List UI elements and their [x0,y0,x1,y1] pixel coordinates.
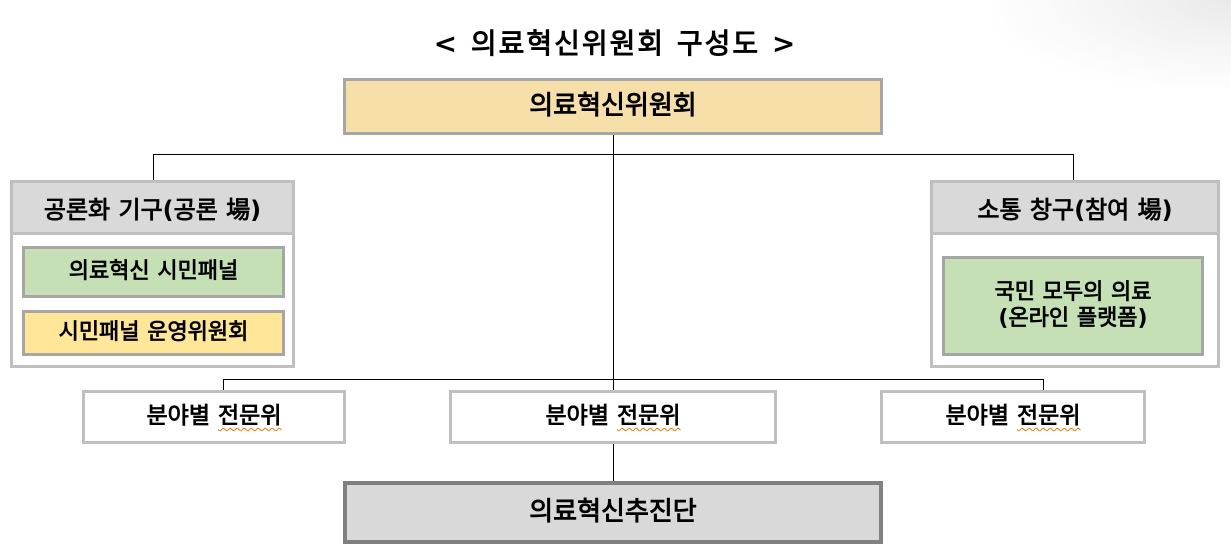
connector-right-drop [1073,154,1074,180]
connector-top-horizontal [153,154,1074,155]
connector-sub-left-drop [223,379,224,390]
committee-label: 의료혁신위원회 [529,90,697,121]
connector-left-drop [153,154,154,180]
task-force-box: 의료혁신추진단 [343,481,883,544]
subcommittee-prefix: 분야별 [146,403,218,430]
diagram-title: < 의료혁신위원회 구성도 > [433,27,798,60]
connector-sub-right-drop [1043,379,1044,390]
communication-channel-header: 소통 창구(참여 場) [933,183,1217,235]
subcommittee-box-right: 분야별 전문위 [880,390,1146,444]
online-platform-line2: (온라인 플랫폼) [998,306,1148,331]
panel-steering-committee-box: 시민패널 운영위원회 [22,310,285,356]
online-platform-line1: 국민 모두의 의료 [994,279,1152,305]
public-deliberation-header: 공론화 기구(공론 場) [13,183,292,235]
panel-steering-committee-label: 시민패널 운영위원회 [58,319,249,345]
connector-sub-horizontal [223,379,1044,380]
online-platform-box: 국민 모두의 의료 (온라인 플랫폼) [942,256,1204,356]
committee-box: 의료혁신위원회 [343,78,883,135]
background-shade [991,0,1231,90]
subcommittee-prefix: 분야별 [545,403,617,430]
subcommittee-suffix: 전문위 [1017,403,1081,430]
subcommittee-box-middle: 분야별 전문위 [449,390,777,444]
subcommittee-suffix: 전문위 [617,403,681,430]
subcommittee-suffix: 전문위 [218,403,282,430]
connector-main-vertical [613,135,614,481]
citizen-panel-box: 의료혁신 시민패널 [22,246,285,298]
task-force-label: 의료혁신추진단 [529,496,697,527]
citizen-panel-label: 의료혁신 시민패널 [68,258,239,284]
subcommittee-box-left: 분야별 전문위 [82,390,346,444]
subcommittee-prefix: 분야별 [945,403,1017,430]
